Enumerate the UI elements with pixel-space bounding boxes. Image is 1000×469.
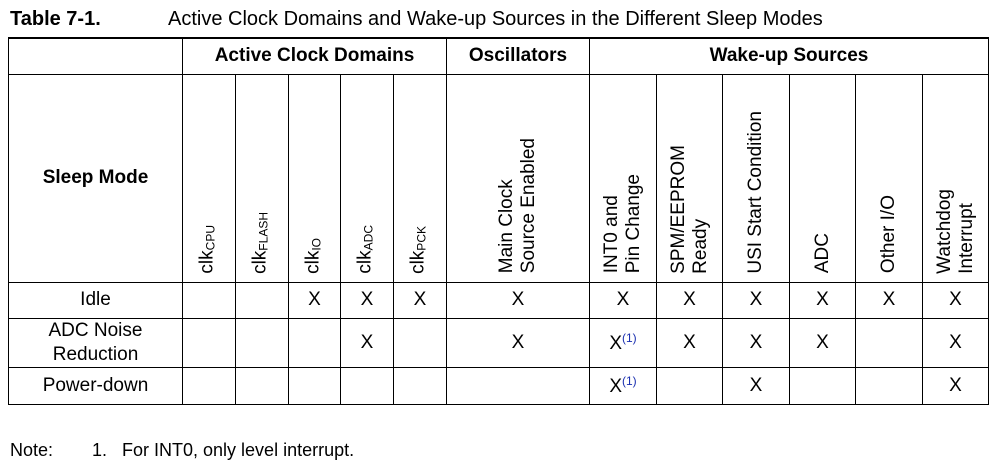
column-header-clk-flash: clkFLASH [235,73,289,283]
note-text: 1. For INT0, only level interrupt. [92,440,355,460]
table-cell: X [789,281,856,319]
table-cell [446,366,590,405]
table-cell: X [446,281,590,319]
table-cell [182,281,236,319]
table-cell: X [446,317,590,368]
table-cell [288,366,341,405]
table-cell [182,317,236,368]
group-wakeup-sources: Wake-up Sources [589,37,989,75]
table-cell: X [288,281,341,319]
footnote-ref-link[interactable]: (1) [622,373,637,388]
row-mode-label: Idle [8,281,183,319]
table-cell: X [722,317,790,368]
table-title: Active Clock Domains and Wake-up Sources… [168,7,823,30]
group-oscillators: Oscillators [446,37,590,75]
table-caption: Table 7-1. Active Clock Domains and Wake… [10,4,823,34]
table-cell: X [340,281,394,319]
table-row-power-down: Power-down X(1) X X [8,366,989,405]
blank-corner-cell [8,37,183,75]
table-cell: X [589,281,657,319]
column-header-sleep-mode: Sleep Mode [8,73,183,283]
table-number: Table 7-1. [10,7,101,30]
table-cell [393,366,447,405]
table-cell [235,317,289,368]
table-cell: X [722,281,790,319]
column-header-clk-adc: clkADC [340,73,394,283]
group-clock-domains: Active Clock Domains [182,37,447,75]
table-cell: X [656,281,723,319]
table-cell: X [393,281,447,319]
column-header-usi-start: USI Start Condition [722,73,790,283]
table-cell: X [789,317,856,368]
table-cell: X(1) [589,317,657,368]
column-header-clk-pck: clkPCK [393,73,447,283]
row-mode-label: Power-down [8,366,183,405]
table-cell [235,281,289,319]
sleep-modes-table: Active Clock Domains Oscillators Wake-up… [8,37,989,405]
table-cell [288,317,341,368]
table-cell: X [922,281,989,319]
table-cell: X [855,281,923,319]
table-cell [656,366,723,405]
column-header-adc: ADC [789,73,856,283]
note-label: Note: [10,440,54,460]
table-cell: X [656,317,723,368]
column-header-other-io: Other I/O [855,73,923,283]
column-header-row: Sleep Mode clkCPU clkFLASH clkIO clkADC … [8,73,989,283]
table-cell [855,366,923,405]
table-cell: X [922,317,989,368]
table-cell [855,317,923,368]
table-cell [393,317,447,368]
group-header-row: Active Clock Domains Oscillators Wake-up… [8,37,989,75]
table-footnote: Note: 1. For INT0, only level interrupt. [10,440,354,461]
table-cell [789,366,856,405]
column-header-clk-io: clkIO [288,73,341,283]
table-cell [235,366,289,405]
table-cell [182,366,236,405]
table-row-idle: Idle X X X X X X X X X X [8,281,989,319]
table-cell [340,366,394,405]
footnote-ref-link[interactable]: (1) [622,330,637,345]
table-cell: X [722,366,790,405]
column-header-clk-cpu: clkCPU [182,73,236,283]
table-cell: X [922,366,989,405]
table-cell: X [340,317,394,368]
table-cell: X(1) [589,366,657,405]
